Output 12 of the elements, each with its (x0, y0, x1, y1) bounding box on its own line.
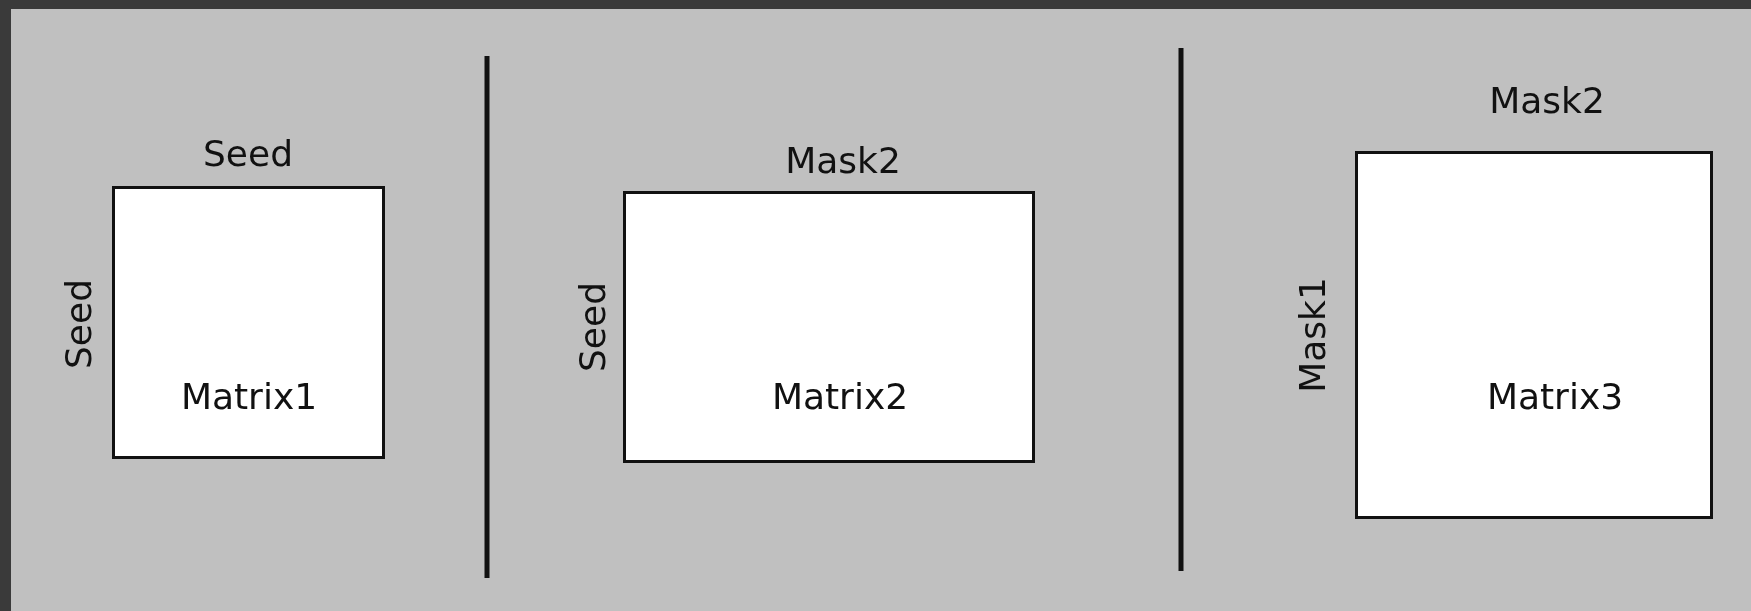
column-axis-label: Seed (203, 132, 293, 174)
matrix-label: Matrix2 (771, 375, 909, 417)
matrix-label: Matrix3 (1486, 375, 1624, 417)
matrix-box (112, 186, 385, 459)
row-axis-label: Mask1 (1291, 277, 1333, 393)
matrix-box (623, 191, 1035, 463)
matrix-box (1355, 151, 1713, 519)
column-axis-label: Mask2 (1489, 79, 1605, 121)
row-axis-label: Seed (57, 279, 99, 369)
matrix-label: Matrix1 (180, 375, 318, 417)
column-axis-label: Mask2 (785, 139, 901, 181)
row-axis-label: Seed (571, 282, 613, 372)
